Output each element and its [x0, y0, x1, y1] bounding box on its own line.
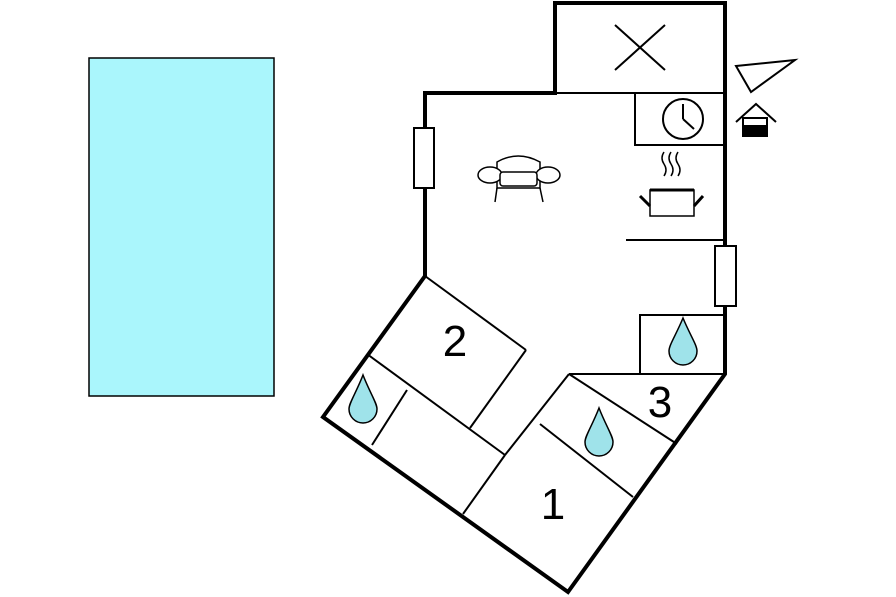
outer-wall	[320, 1, 727, 595]
terrace-x-icon	[614, 24, 666, 71]
sofa-icon	[477, 155, 561, 203]
water-drop-icon	[348, 372, 378, 424]
room-label-3: 3	[648, 378, 672, 427]
room-label-1: 1	[541, 480, 565, 529]
pool-rectangle	[88, 57, 275, 397]
house-entrance-icon	[735, 102, 777, 137]
window-icon	[714, 245, 737, 307]
room-label-2: 2	[443, 317, 467, 366]
clock-icon	[662, 98, 704, 140]
interior-partitions	[366, 275, 725, 515]
water-drop-icon	[584, 405, 614, 457]
water-drop-icon	[668, 316, 698, 366]
compass-north-icon	[734, 58, 799, 94]
clock-box	[634, 92, 726, 146]
window-icon	[413, 127, 435, 189]
cooking-pot-icon	[638, 151, 705, 217]
